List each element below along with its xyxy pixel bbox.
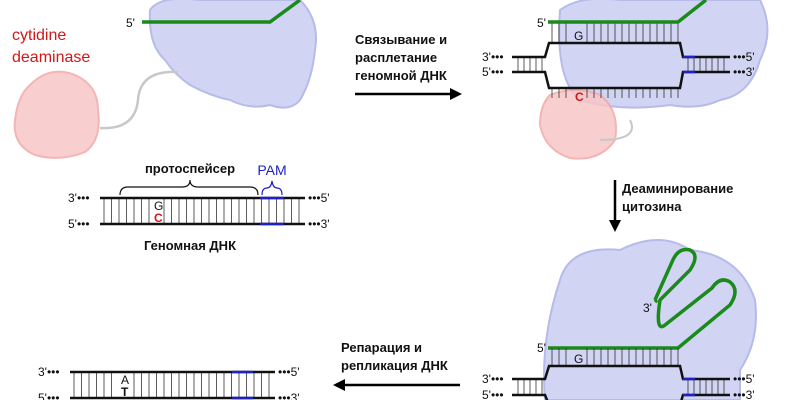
- end-label: 3'•••: [482, 372, 504, 386]
- end-label: •••3': [733, 388, 755, 400]
- step-binding: Связывание и расплетание геномной ДНК: [355, 32, 462, 100]
- cas9-protein: [148, 0, 317, 109]
- step-label: Связывание и: [355, 32, 447, 47]
- linker: [99, 70, 179, 130]
- panel-cas9-deaminase: 5' cytidine deaminase: [12, 0, 317, 159]
- end-label: 3'•••: [68, 191, 90, 205]
- step-repair: Репарация и репликация ДНК: [333, 340, 460, 391]
- base-g: G: [574, 29, 583, 43]
- step-label: Репарация и: [341, 340, 422, 355]
- panel-rloop-deaminated: 3' 5' G 3'••• 5'••• •••5' •••3': [482, 239, 757, 400]
- end-label: •••5': [278, 365, 300, 379]
- five-prime-label: 5': [537, 16, 546, 30]
- base-g: G: [154, 199, 163, 213]
- panel-rloop: 5' G C 3'••• 5'••• •••5' •••3': [482, 0, 769, 160]
- base-c: C: [575, 90, 584, 104]
- end-label: •••5': [733, 50, 755, 64]
- pam-brace: [261, 180, 283, 196]
- base-g: G: [574, 352, 583, 366]
- genomic-dna-title: Геномная ДНК: [144, 238, 236, 253]
- end-label: 3'•••: [38, 365, 60, 379]
- end-label: •••3': [308, 217, 330, 231]
- three-prime-label: 3': [643, 301, 652, 315]
- end-label: •••5': [733, 372, 755, 386]
- step-label: расплетание: [355, 50, 437, 65]
- five-prime-label: 5': [537, 341, 546, 355]
- end-label: 5'•••: [38, 391, 60, 400]
- end-label: •••3': [278, 391, 300, 400]
- base-t: T: [121, 385, 129, 399]
- end-label: 5'•••: [482, 65, 504, 79]
- end-label: 3'•••: [482, 50, 504, 64]
- deaminase-protein: [13, 70, 100, 159]
- protospacer-brace: [119, 179, 259, 196]
- pam-label: PAM: [257, 162, 286, 178]
- five-prime-label: 5': [126, 16, 135, 30]
- end-label: •••5': [308, 191, 330, 205]
- step-deamination: Деаминирование цитозина: [609, 180, 733, 232]
- edited-dna: A T 3'••• 5'••• •••5' •••3': [38, 365, 300, 400]
- guide-rna: [142, 0, 302, 24]
- step-label: Деаминирование: [622, 181, 733, 196]
- end-label: 5'•••: [68, 217, 90, 231]
- base-a: A: [121, 373, 129, 387]
- end-label: 5'•••: [482, 388, 504, 400]
- protospacer-label: протоспейсер: [145, 161, 235, 176]
- base-c: C: [154, 211, 163, 225]
- end-label: •••3': [733, 65, 755, 79]
- enzyme-label: deaminase: [12, 49, 90, 66]
- step-label: цитозина: [622, 199, 682, 214]
- step-label: репликация ДНК: [341, 358, 448, 373]
- enzyme-label: cytidine: [12, 27, 66, 44]
- step-label: геномной ДНК: [355, 68, 447, 83]
- genomic-dna: протоспейсер PAM G C 3'••• 5'••• •••5' •…: [68, 161, 330, 253]
